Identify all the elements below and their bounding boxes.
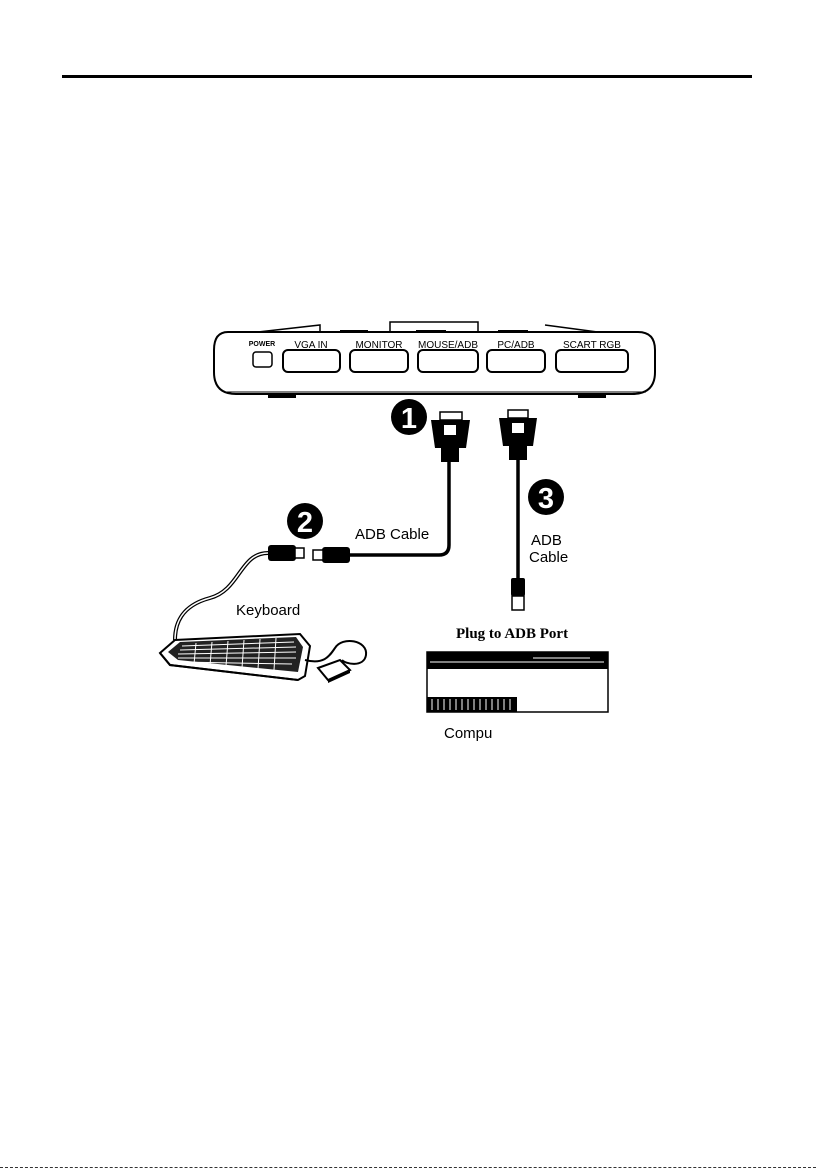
cable-3-plug bbox=[511, 578, 525, 610]
computer-label: Compu bbox=[444, 725, 492, 742]
keyboard-cable-plug bbox=[268, 545, 304, 561]
vga-in-label: VGA IN bbox=[294, 340, 327, 351]
monitor-label: MONITOR bbox=[355, 340, 402, 351]
computer-illustration bbox=[427, 652, 608, 712]
keyboard-cable bbox=[175, 553, 268, 640]
power-label: POWER bbox=[249, 341, 275, 348]
adb-cable-label-2-line2: Cable bbox=[529, 549, 568, 566]
step-2-badge: 2 bbox=[287, 503, 323, 539]
cable-1-connector bbox=[431, 412, 470, 462]
monitor-port bbox=[350, 350, 408, 372]
pc-adb-label: PC/ADB bbox=[497, 340, 535, 351]
step-3-badge: 3 bbox=[528, 479, 564, 515]
svg-text:1: 1 bbox=[401, 403, 417, 435]
mouse-adb-port bbox=[418, 350, 478, 372]
keyboard-label: Keyboard bbox=[236, 602, 300, 619]
device-back-panel: POWER VGA IN MONITOR MOUSE/ADB PC/ADB SC… bbox=[214, 322, 655, 398]
scart-rgb-port bbox=[556, 350, 628, 372]
cable-3-connector bbox=[499, 410, 537, 460]
mouse-cable bbox=[305, 641, 366, 664]
power-button[interactable] bbox=[253, 352, 272, 367]
keyboard-illustration bbox=[160, 634, 310, 680]
mouse-illustration bbox=[305, 641, 366, 683]
bottom-rule bbox=[0, 1167, 816, 1168]
mouse-adb-label: MOUSE/ADB bbox=[418, 340, 478, 351]
plug-to-adb-port-label: Plug to ADB Port bbox=[456, 626, 568, 642]
vga-in-port bbox=[283, 350, 340, 372]
pc-adb-port bbox=[487, 350, 545, 372]
scart-rgb-label: SCART RGB bbox=[563, 340, 621, 351]
svg-text:3: 3 bbox=[538, 483, 554, 515]
step-1-badge: 1 bbox=[391, 399, 427, 435]
adb-cable-label-1: ADB Cable bbox=[355, 526, 429, 543]
cable-1-plug bbox=[313, 547, 350, 563]
svg-text:2: 2 bbox=[297, 507, 313, 539]
adb-cable-label-2-line1: ADB bbox=[531, 532, 562, 549]
